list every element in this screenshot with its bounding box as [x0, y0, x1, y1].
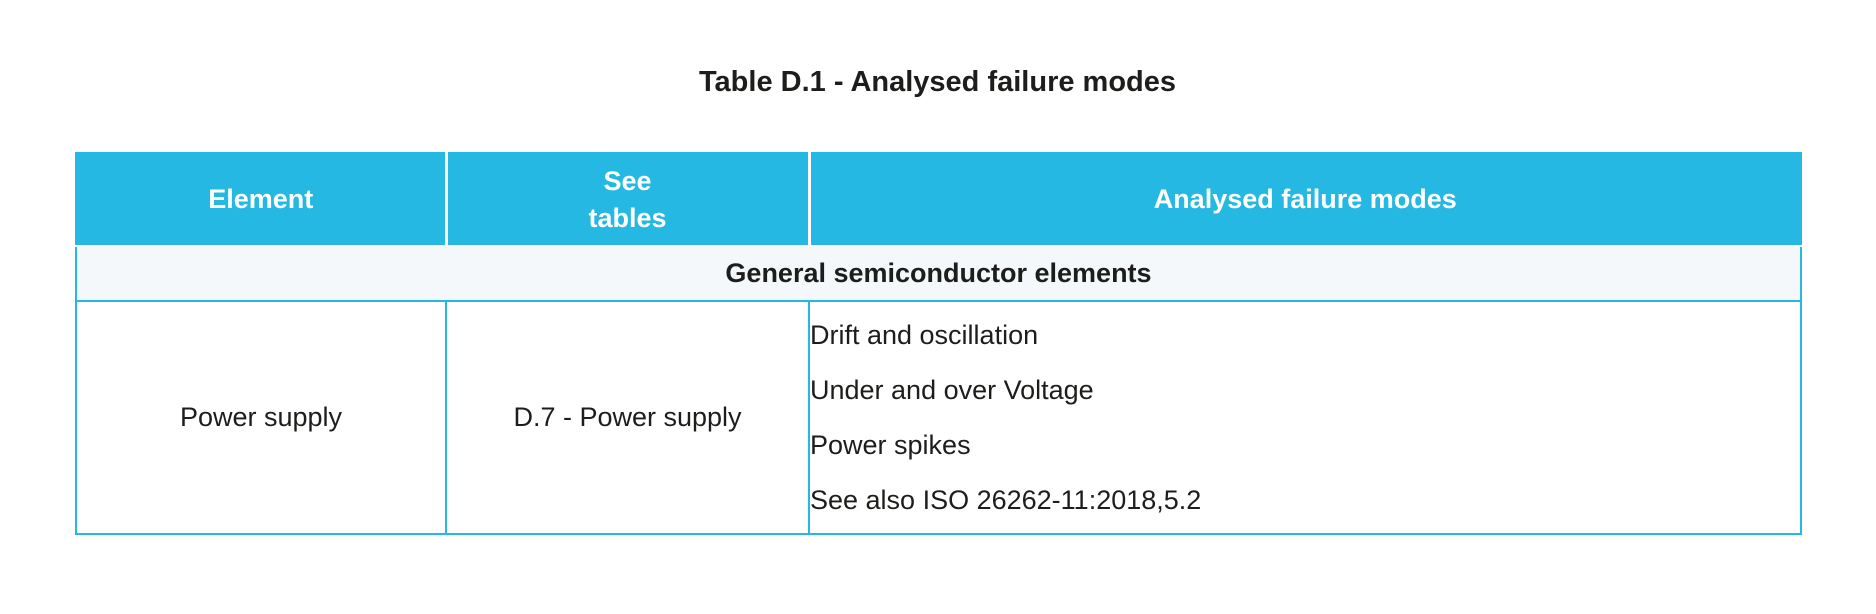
failure-mode-item: Drift and oscillation	[810, 319, 1039, 350]
section-header: General semiconductor elements	[75, 245, 1802, 302]
column-header-see-tables: See tables	[444, 153, 809, 247]
cell-element: Power supply	[75, 300, 447, 535]
failure-modes-table: Element See tables Analysed failure mode…	[75, 152, 1802, 535]
header-row: Element See tables Analysed failure mode…	[76, 153, 1801, 247]
table-caption: Table D.1 - Analysed failure modes	[698, 66, 1177, 98]
column-header-element: Element	[76, 153, 446, 247]
failure-mode-item: Under and over Voltage	[810, 374, 1094, 405]
cell-failure-modes: Drift and oscillation Under and over Vol…	[808, 300, 1802, 535]
failure-mode-item: Power spikes	[810, 429, 971, 460]
failure-mode-item: See also ISO 26262-11:2018,5.2	[810, 484, 1202, 515]
column-header-analysed-failure-modes: Analysed failure modes	[807, 153, 1801, 247]
section-row: General semiconductor elements	[75, 245, 1802, 302]
table-row: Power supply D.7 - Power supply Drift an…	[75, 300, 1802, 535]
cell-see-tables: D.7 - Power supply	[445, 300, 810, 535]
